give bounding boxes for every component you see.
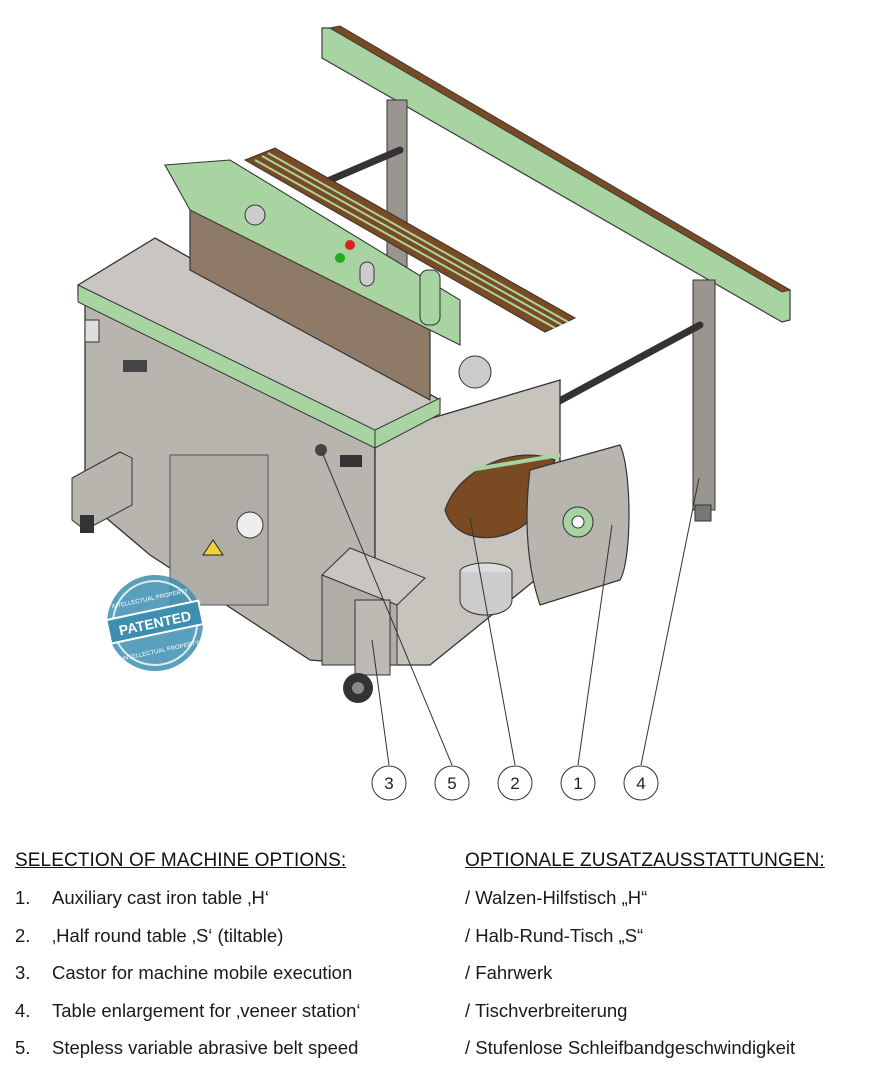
svg-text:2: 2 — [510, 774, 519, 793]
leader-lines — [321, 451, 700, 766]
patented-seal: PATENTED INTELLECTUAL PROPERTY INTELLECT… — [105, 575, 205, 671]
option-german: / Walzen-Hilfstisch „H“ — [465, 887, 648, 908]
callout-3: 3 — [371, 765, 407, 801]
option-number: 2. — [15, 924, 31, 946]
callout-4: 4 — [623, 765, 659, 801]
option-english: Table enlargement for ‚veneer station‘ — [52, 999, 361, 1021]
machine-body — [77, 237, 561, 666]
callout-2: 2 — [497, 765, 533, 801]
machine-illustration: PATENTED INTELLECTUAL PROPERTY INTELLECT… — [71, 25, 792, 801]
option-number: 1. — [15, 887, 31, 908]
svg-text:3: 3 — [384, 774, 393, 793]
callout-1: 1 — [560, 765, 596, 801]
option-row-2: 2. ‚Half round table ‚S‘ (tiltable) / Ha… — [0, 925, 883, 963]
svg-text:4: 4 — [636, 774, 645, 793]
dust-port — [459, 562, 513, 616]
option-english: Auxiliary cast iron table ‚H‘ — [52, 887, 269, 908]
option-row-5: 5. Stepless variable abrasive belt speed… — [0, 1037, 883, 1075]
extension-rail — [321, 25, 792, 522]
callout-5: 5 — [434, 765, 470, 801]
sanding-unit — [164, 159, 492, 402]
heading-german: OPTIONALE ZUSATZAUSSTATTUNGEN: — [465, 850, 825, 871]
svg-text:1: 1 — [573, 774, 582, 793]
svg-text:5: 5 — [447, 774, 456, 793]
option-german: / Stufenlose Schleifbandgeschwindigkeit — [465, 1037, 796, 1058]
option-number: 5. — [15, 1037, 31, 1058]
side-hopper — [71, 451, 133, 533]
option-number: 4. — [15, 999, 31, 1021]
auxiliary-table — [526, 444, 630, 606]
castor-unit — [321, 547, 426, 703]
feed-table — [243, 147, 577, 333]
option-row-3: 3. Castor for machine mobile execution /… — [0, 962, 883, 1000]
heading-english: SELECTION OF MACHINE OPTIONS: — [15, 850, 347, 871]
option-english: Castor for machine mobile execution — [52, 962, 353, 983]
option-german: / Halb-Rund-Tisch „S“ — [465, 924, 644, 946]
option-row-4: 4. Table enlargement for ‚veneer station… — [0, 1000, 883, 1038]
option-english: ‚Half round table ‚S‘ (tiltable) — [52, 924, 284, 946]
options-list: 1. Auxiliary cast iron table ‚H‘ / Walze… — [0, 887, 883, 1075]
option-number: 3. — [15, 962, 31, 983]
option-german: / Fahrwerk — [465, 962, 553, 983]
option-english: Stepless variable abrasive belt speed — [52, 1037, 359, 1058]
option-german: / Tischverbreiterung — [465, 999, 628, 1021]
option-row-1: 1. Auxiliary cast iron table ‚H‘ / Walze… — [0, 887, 883, 925]
